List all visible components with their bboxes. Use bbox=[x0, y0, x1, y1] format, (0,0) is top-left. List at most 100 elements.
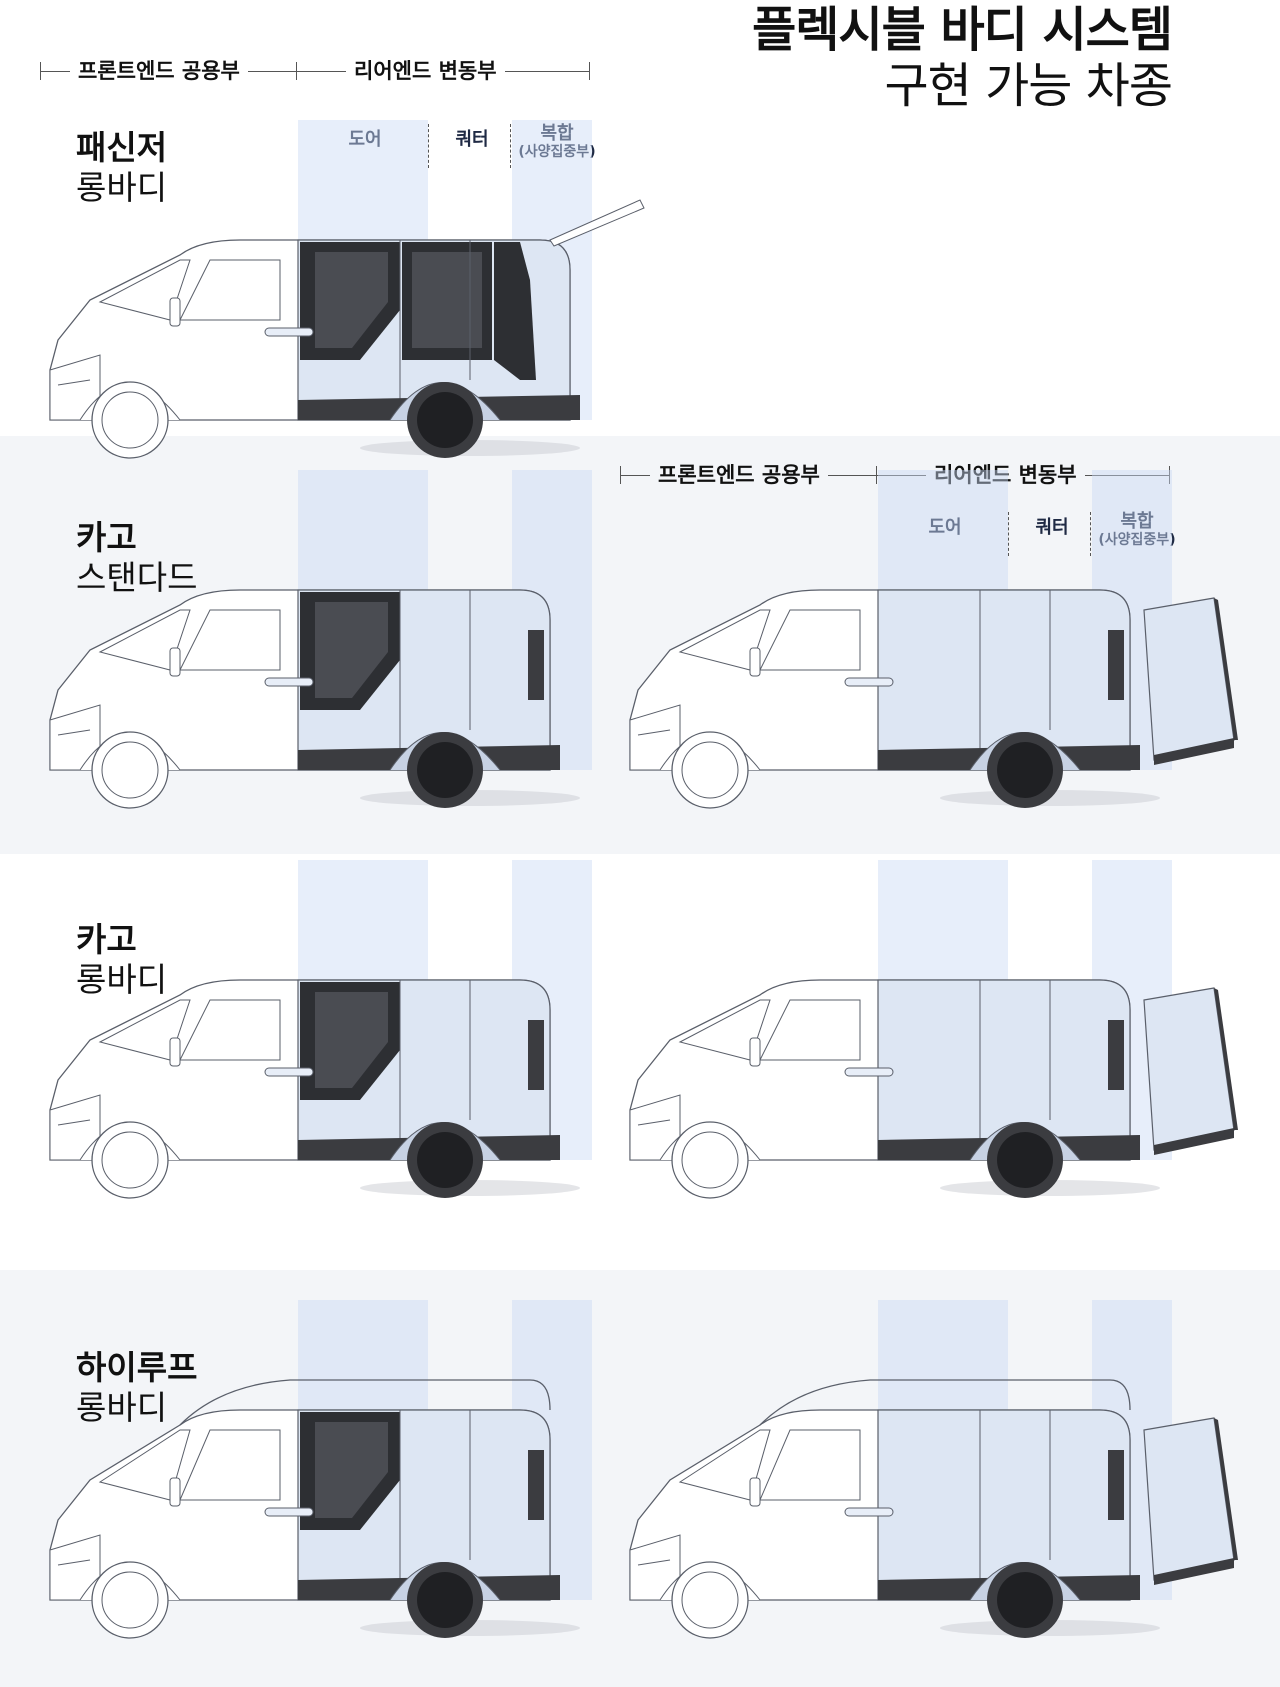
page-title: 플렉시블 바디 시스템 bbox=[752, 2, 1173, 58]
rear-wheel-rim bbox=[417, 1572, 473, 1628]
van-cargo-long-side-door bbox=[49, 860, 592, 1199]
rear-door-edge bbox=[1214, 1418, 1238, 1560]
tail-light bbox=[528, 630, 544, 700]
bumper-line bbox=[637, 1559, 671, 1566]
rear-section-label: 리어엔드 변동부 bbox=[346, 56, 505, 86]
front-window bbox=[759, 1429, 861, 1501]
combo-sub-label: (사양집중부) bbox=[1098, 532, 1176, 548]
van-body-group bbox=[49, 860, 592, 1199]
rear-section-panel bbox=[877, 589, 1131, 771]
tail-light bbox=[1108, 630, 1124, 700]
van-cargo-long-rear-door bbox=[629, 860, 1238, 1199]
front-wheel-rim bbox=[101, 1571, 159, 1629]
slide-door-glass-inner bbox=[315, 252, 388, 348]
front-wheel bbox=[671, 731, 749, 809]
windshield bbox=[98, 259, 191, 321]
rear-wheel-rim bbox=[997, 1132, 1053, 1188]
windshield bbox=[678, 1429, 771, 1501]
row-name: 패신저 bbox=[76, 128, 168, 167]
van-body-group bbox=[629, 1300, 1238, 1639]
rear-door-edge bbox=[1214, 598, 1238, 740]
row-label-cargo-standard: 카고 스탠다드 bbox=[76, 518, 197, 598]
front-section-label: 프론트엔드 공용부 bbox=[70, 56, 248, 86]
side-mirror bbox=[169, 1477, 181, 1507]
row-sub: 롱바디 bbox=[76, 960, 168, 999]
segment-header-right: 프론트엔드 공용부 리어엔드 변동부 bbox=[620, 460, 1170, 490]
front-window bbox=[759, 999, 861, 1061]
bumper-line bbox=[637, 729, 671, 736]
row-sub: 롱바디 bbox=[76, 1388, 168, 1427]
bumper-line bbox=[57, 729, 91, 736]
high-roof-line bbox=[179, 1379, 551, 1426]
front-wheel-rim bbox=[681, 1571, 739, 1629]
combo-label: 복합 (사양집중부) bbox=[1092, 511, 1182, 549]
divider-door-quarter bbox=[1008, 512, 1009, 556]
rear-door-bottom bbox=[1154, 738, 1234, 765]
van-high-roof-rear-door bbox=[629, 1300, 1238, 1639]
slide-door-glass-inner bbox=[315, 1422, 388, 1518]
row-label-passenger: 패신저 롱바디 bbox=[76, 128, 167, 208]
van-passenger-long bbox=[49, 120, 645, 459]
rear-door-bottom bbox=[1154, 1128, 1234, 1155]
van-body-group bbox=[49, 1300, 592, 1639]
windshield bbox=[98, 609, 191, 671]
rear-wheel-rim bbox=[417, 1132, 473, 1188]
divider-quarter-combo bbox=[510, 124, 511, 168]
van-body-group bbox=[629, 470, 1238, 809]
slide-door-glass-inner bbox=[315, 602, 388, 698]
front-wheel bbox=[91, 731, 169, 809]
row-name: 카고 bbox=[76, 518, 137, 557]
high-roof-line bbox=[759, 1379, 1131, 1426]
door-handle bbox=[264, 1067, 314, 1077]
tail-light bbox=[528, 1450, 544, 1520]
van-high-roof-side-door bbox=[49, 1300, 592, 1639]
front-window bbox=[179, 259, 281, 321]
rear-wheel-rim bbox=[417, 742, 473, 798]
page-subtitle: 구현 가능 차종 bbox=[884, 58, 1173, 114]
front-window bbox=[179, 1429, 281, 1501]
bumper-line bbox=[57, 1119, 91, 1126]
rear-section-panel bbox=[877, 979, 1131, 1161]
rear-glass bbox=[494, 242, 536, 380]
door-handle bbox=[844, 677, 894, 687]
quarter-glass-inner bbox=[412, 252, 482, 348]
combo-label-text: 복합 bbox=[540, 123, 574, 144]
door-handle bbox=[264, 677, 314, 687]
van-body-group bbox=[49, 120, 645, 459]
bumper-line bbox=[637, 1119, 671, 1126]
row-name: 하이루프 bbox=[76, 1348, 198, 1387]
windshield bbox=[678, 609, 771, 671]
rear-door-bottom bbox=[1154, 1558, 1234, 1585]
front-wheel bbox=[671, 1561, 749, 1639]
side-mirror bbox=[169, 1037, 181, 1067]
combo-label-text: 복합 bbox=[1120, 511, 1154, 532]
bumper-line bbox=[57, 1559, 91, 1566]
front-window bbox=[179, 609, 281, 671]
front-section-label: 프론트엔드 공용부 bbox=[650, 460, 828, 490]
side-mirror bbox=[749, 1477, 761, 1507]
front-window bbox=[179, 999, 281, 1061]
segment-header-top: 프론트엔드 공용부 리어엔드 변동부 bbox=[40, 56, 590, 86]
row-sub: 스탠다드 bbox=[76, 558, 198, 597]
van-body-group bbox=[49, 470, 592, 809]
side-mirror bbox=[749, 1037, 761, 1067]
windshield bbox=[98, 1429, 191, 1501]
rear-wheel-rim bbox=[997, 742, 1053, 798]
quarter-label: 쿼터 bbox=[455, 129, 489, 150]
front-wheel bbox=[671, 1121, 749, 1199]
tail-light bbox=[528, 1020, 544, 1090]
slide-door-glass-inner bbox=[315, 992, 388, 1088]
side-mirror bbox=[749, 647, 761, 677]
rear-wheel-rim bbox=[997, 1572, 1053, 1628]
row-sub: 롱바디 bbox=[76, 168, 168, 207]
windshield bbox=[98, 999, 191, 1061]
divider-quarter-combo bbox=[1090, 512, 1091, 556]
rear-wheel-rim bbox=[417, 392, 473, 448]
front-wheel bbox=[91, 1121, 169, 1199]
front-wheel-rim bbox=[681, 741, 739, 799]
row-label-cargo-long: 카고 롱바디 bbox=[76, 920, 167, 1000]
door-handle bbox=[264, 327, 314, 337]
van-cargo-standard-rear-door bbox=[629, 470, 1238, 809]
row-name: 카고 bbox=[76, 920, 137, 959]
front-wheel-rim bbox=[101, 1131, 159, 1189]
